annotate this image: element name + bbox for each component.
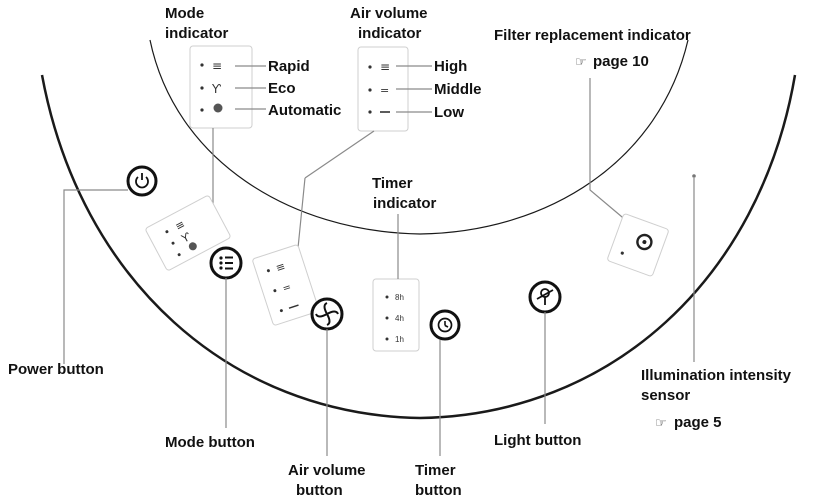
- mode-button[interactable]: [209, 246, 243, 280]
- mode-eco-label: Eco: [268, 80, 296, 97]
- power-button-label: Power button: [8, 361, 104, 378]
- air-volume-high-label: High: [434, 58, 467, 75]
- timer-button[interactable]: [429, 309, 461, 341]
- timer-indicator-label-2: indicator: [373, 195, 437, 212]
- outer-ring: [40, 74, 797, 420]
- filter-page-ref: page 10: [593, 53, 649, 70]
- clock-icon: [437, 317, 453, 333]
- timer-1h: 1h: [395, 335, 404, 344]
- illumination-sensor-label-2: sensor: [641, 387, 690, 404]
- mode-indicator-label-2: indicator: [165, 25, 229, 42]
- power-icon: [135, 176, 149, 189]
- light-button-label: Light button: [494, 432, 581, 449]
- air-volume-indicator-leader-b: [297, 177, 306, 249]
- air-volume-button-label-1: Air volume: [288, 462, 366, 479]
- air-volume-indicator-label-1: Air volume: [350, 5, 428, 22]
- light-button[interactable]: [528, 280, 562, 314]
- filter-indicator-label: Filter replacement indicator: [494, 27, 691, 44]
- air-volume-indicator-rows: ≡ High = Middle Low: [368, 58, 482, 121]
- power-button[interactable]: [126, 165, 158, 197]
- mode-button-label: Mode button: [165, 434, 255, 451]
- air-volume-middle-label: Middle: [434, 81, 482, 98]
- eco-icon: Ƴ: [211, 82, 221, 96]
- svg-text:≡: ≡: [274, 260, 287, 275]
- volume-high-icon: ≡: [380, 60, 390, 74]
- illumination-sensor-dot: [692, 174, 696, 178]
- rapid-icon: ≡: [212, 59, 222, 73]
- illumination-page-ref: page 5: [674, 414, 722, 431]
- timer-button-label-1: Timer: [415, 462, 456, 479]
- inner-ring: [149, 39, 689, 235]
- air-volume-ring-panel: ≡ =: [252, 244, 320, 326]
- mode-indicator-label-1: Mode: [165, 5, 204, 22]
- light-icon: [536, 288, 554, 305]
- volume-middle-icon: =: [380, 84, 389, 97]
- filter-indicator-leader: [589, 78, 629, 223]
- automatic-icon: [213, 103, 223, 113]
- air-volume-indicator-leader-a: [304, 130, 375, 179]
- mode-rapid-label: Rapid: [268, 58, 310, 75]
- timer-indicator-label-1: Timer: [372, 175, 413, 192]
- mode-indicator-rows: ≡ Rapid Ƴ Eco Automatic: [200, 58, 341, 119]
- filter-icon: [636, 233, 653, 251]
- timer-8h: 8h: [395, 293, 404, 302]
- fan-icon: [315, 302, 339, 326]
- power-button-leader: [63, 189, 128, 364]
- pointing-hand-icon: ☞: [575, 55, 587, 70]
- timer-button-label-2: button: [415, 482, 462, 499]
- air-volume-indicator-label-2: indicator: [358, 25, 422, 42]
- pointing-hand-icon: ☞: [655, 416, 667, 431]
- mode-ring-panel: ≡ Ƴ: [145, 195, 231, 271]
- timer-4h: 4h: [395, 314, 404, 323]
- svg-text:=: =: [281, 282, 292, 295]
- air-volume-low-label: Low: [434, 104, 464, 121]
- filter-ring-panel: [607, 213, 669, 277]
- air-volume-button[interactable]: [310, 297, 344, 331]
- mode-icon: [219, 256, 233, 270]
- mode-automatic-label: Automatic: [268, 102, 341, 119]
- illumination-sensor-label-1: Illumination intensity: [641, 367, 792, 384]
- timer-ring-panel: [372, 278, 420, 352]
- air-volume-button-label-2: button: [296, 482, 343, 499]
- timer-values: 8h 4h 1h: [385, 293, 404, 344]
